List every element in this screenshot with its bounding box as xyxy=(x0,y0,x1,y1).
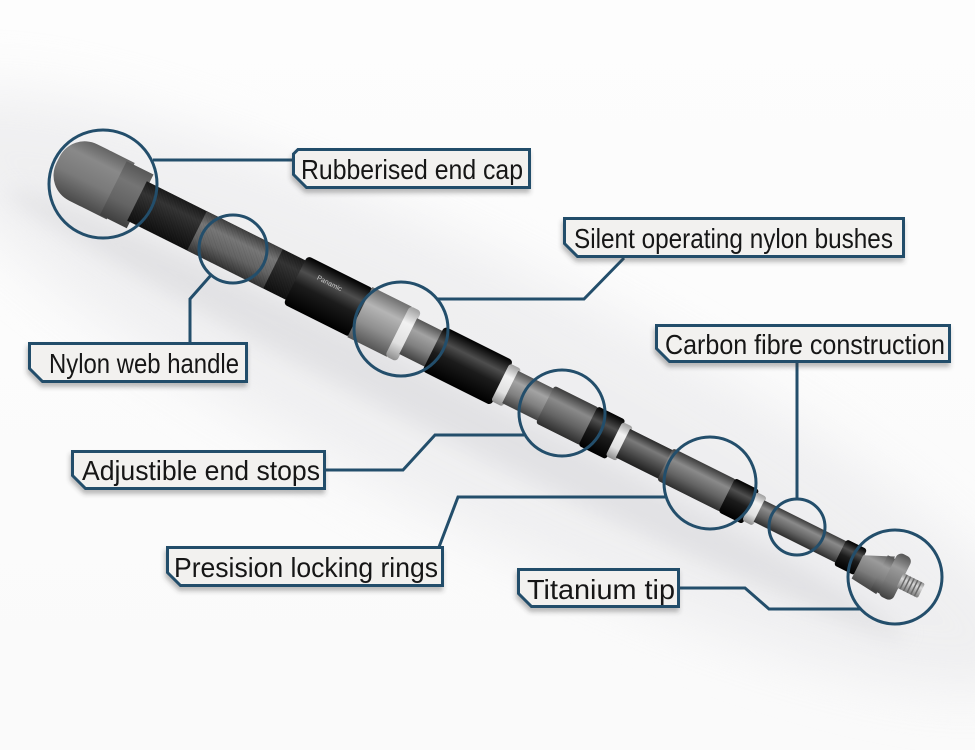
svg-text:Titanium tip: Titanium tip xyxy=(527,574,675,605)
svg-text:Presision locking rings: Presision locking rings xyxy=(174,552,438,583)
svg-text:Silent operating nylon bushes: Silent operating nylon bushes xyxy=(574,223,893,254)
svg-text:Rubberised end cap: Rubberised end cap xyxy=(301,154,523,185)
svg-text:Adjustible end stops: Adjustible end stops xyxy=(82,455,320,486)
svg-text:Nylon web handle: Nylon web handle xyxy=(49,348,239,379)
svg-text:Carbon fibre construction: Carbon fibre construction xyxy=(665,329,945,360)
